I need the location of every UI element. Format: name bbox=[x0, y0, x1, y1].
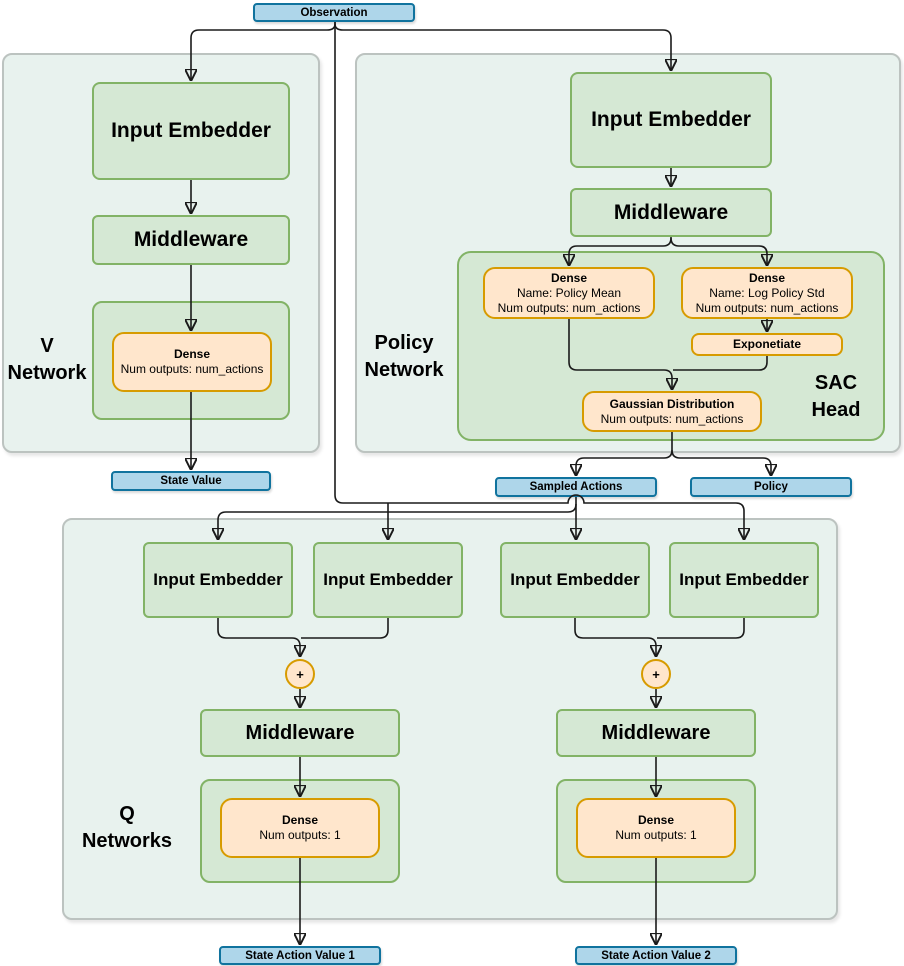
q2-dense-outputs: Num outputs: 1 bbox=[615, 828, 697, 842]
v-dense-node: Dense Num outputs: num_actions bbox=[112, 332, 272, 392]
state-value-node: State Value bbox=[111, 471, 271, 491]
policy-network-label: Policy Network bbox=[364, 332, 444, 381]
policy-input-embedder-node: Input Embedder bbox=[570, 72, 772, 168]
gaussian-distribution-node: Gaussian Distribution Num outputs: num_a… bbox=[582, 391, 762, 432]
v-dense-title: Dense bbox=[173, 347, 211, 361]
sampled-actions-node: Sampled Actions bbox=[495, 477, 657, 497]
exponentiate-label: Exponetiate bbox=[732, 337, 801, 351]
policy-input-embedder-label: Input Embedder bbox=[591, 108, 751, 131]
policy-middleware-node: Middleware bbox=[570, 188, 772, 237]
edge-gaussian-to-policy-output bbox=[671, 449, 771, 475]
state-action-value-1-label: State Action Value 1 bbox=[245, 949, 355, 962]
q1-input-embedder-1-node: Input Embedder bbox=[143, 542, 293, 618]
observation-label: Observation bbox=[300, 6, 368, 19]
plus-icon: + bbox=[296, 666, 304, 682]
q1-input-embedder-2-node: Input Embedder bbox=[313, 542, 463, 618]
v-input-embedder-label: Input Embedder bbox=[111, 119, 271, 142]
policy-output-label: Policy bbox=[754, 481, 788, 493]
gaussian-distribution-title: Gaussian Distribution bbox=[609, 396, 735, 411]
v-network-label: V Network bbox=[7, 335, 87, 384]
v-dense-outputs: Num outputs: num_actions bbox=[120, 362, 264, 376]
v-input-embedder-node: Input Embedder bbox=[92, 82, 290, 180]
policy-output-node: Policy bbox=[690, 477, 852, 497]
q2-middleware-node: Middleware bbox=[556, 709, 756, 757]
plus-icon: + bbox=[652, 666, 660, 682]
q2-add-node: + bbox=[641, 659, 671, 689]
dense-log-policy-std-outputs: Num outputs: num_actions bbox=[695, 300, 839, 315]
v-middleware-node: Middleware bbox=[92, 215, 290, 265]
q2-input-embedder-2-node: Input Embedder bbox=[669, 542, 819, 618]
state-value-label: State Value bbox=[160, 475, 222, 487]
q1-dense-outputs: Num outputs: 1 bbox=[259, 828, 341, 842]
q2-dense-node: Dense Num outputs: 1 bbox=[576, 798, 736, 858]
dense-policy-mean-node: Dense Name: Policy Mean Num outputs: num… bbox=[483, 267, 655, 319]
v-middleware-label: Middleware bbox=[133, 228, 249, 251]
q2-dense-title: Dense bbox=[637, 813, 675, 827]
dense-policy-mean-title: Dense bbox=[550, 270, 588, 285]
q1-dense-node: Dense Num outputs: 1 bbox=[220, 798, 380, 858]
state-action-value-2-label: State Action Value 2 bbox=[601, 949, 711, 962]
state-action-value-2-node: State Action Value 2 bbox=[575, 946, 737, 965]
q1-add-node: + bbox=[285, 659, 315, 689]
dense-log-policy-std-title: Dense bbox=[748, 270, 786, 285]
sampled-actions-label: Sampled Actions bbox=[529, 481, 623, 493]
q2-input-embedder-1-node: Input Embedder bbox=[500, 542, 650, 618]
dense-policy-mean-name: Name: Policy Mean bbox=[516, 285, 622, 300]
q1-middleware-node: Middleware bbox=[200, 709, 400, 757]
policy-middleware-label: Middleware bbox=[613, 200, 729, 224]
q-networks-label: Q Networks bbox=[81, 803, 173, 852]
dense-policy-mean-outputs: Num outputs: num_actions bbox=[497, 300, 641, 315]
q1-dense-title: Dense bbox=[281, 813, 319, 827]
sac-head-label: SAC Head bbox=[811, 372, 861, 421]
gaussian-distribution-outputs: Num outputs: num_actions bbox=[600, 411, 744, 426]
state-action-value-1-node: State Action Value 1 bbox=[219, 946, 381, 965]
dense-log-policy-std-name: Name: Log Policy Std bbox=[709, 285, 825, 300]
observation-node: Observation bbox=[253, 3, 415, 22]
exponentiate-node: Exponetiate bbox=[691, 333, 843, 356]
dense-log-policy-std-node: Dense Name: Log Policy Std Num outputs: … bbox=[681, 267, 853, 319]
